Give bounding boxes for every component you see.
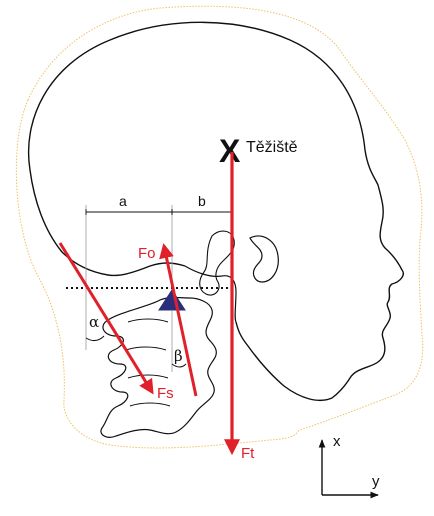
angle-beta-arc (171, 363, 187, 368)
dimension-b-label: b (198, 193, 206, 209)
force-ft-label: Ft (241, 445, 255, 462)
angle-alpha-arc (85, 335, 105, 342)
outer-contour-line (15, 5, 424, 449)
force-fo-arrow (159, 243, 198, 397)
center-of-gravity-marker: X (219, 133, 241, 169)
force-fo-label: Fo (138, 245, 156, 262)
angle-beta-label: β (174, 347, 183, 365)
head-outline (27, 21, 404, 402)
dimension-a-label: a (119, 193, 127, 209)
angle-alpha-label: α (89, 313, 99, 331)
ear-outline (249, 235, 279, 283)
axis-y-label: y (372, 473, 380, 490)
center-of-gravity-label: Těžiště (246, 139, 298, 156)
mandible-outline (184, 265, 237, 323)
force-fs-label: Fs (157, 385, 174, 402)
skull-base-outline (199, 230, 235, 296)
occiput-outline (29, 169, 186, 277)
vertebra-detail (125, 318, 171, 407)
cervical-spine-outline (100, 296, 217, 438)
axis-x-label: x (333, 433, 341, 450)
pivot-fulcrum (158, 289, 186, 311)
force-fs-arrow (58, 242, 154, 395)
